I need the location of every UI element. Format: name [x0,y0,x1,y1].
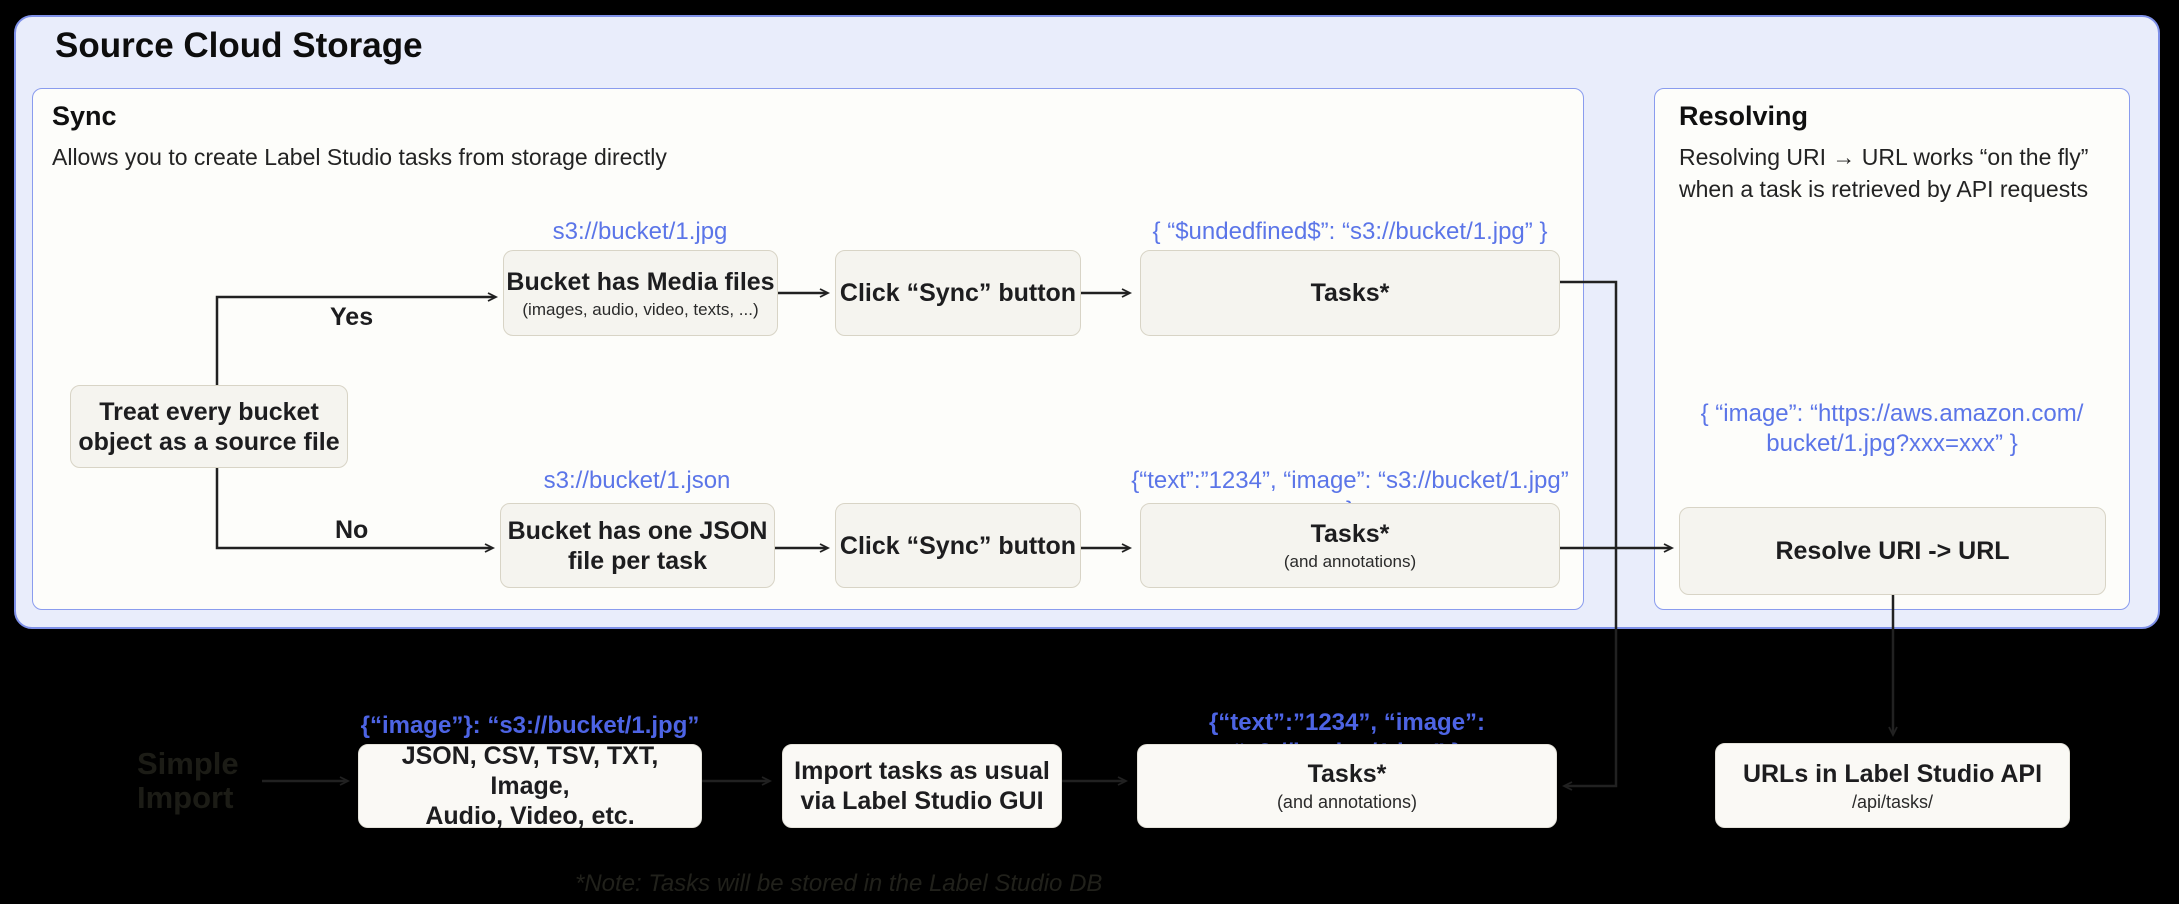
node-click-sync-top: Click “Sync” button [835,250,1081,336]
simple-import-label: Simple Import [137,747,239,815]
simple-import-line1: Simple [137,746,239,781]
node-decision: Treat every bucket object as a source fi… [70,385,348,468]
node-bucket-json: Bucket has one JSON file per task [500,503,775,588]
node-bucket-media-subtitle: (images, audio, video, texts, ...) [522,299,759,319]
top-uri-label: s3://bucket/1.jpg [552,218,728,245]
card-api-urls-subtitle: /api/tasks/ [1851,791,1934,812]
node-tasks-top: Tasks* [1140,250,1560,336]
resolving-json-line1: { “image”: “https://aws.amazon.com/ [1700,400,2084,427]
bottom-tasks-json-label: {“text”:”1234”, “image”: “s3://bucket/1.… [1131,467,1569,524]
edge-label-no: No [335,516,369,544]
card-tasks-db-title: Tasks* [1307,760,1387,788]
node-resolve-uri-label: Resolve URI -> URL [1775,537,2010,565]
node-tasks-top-title: Tasks* [1310,279,1390,307]
simple-import-line2: Import [137,780,234,815]
resolving-description-line2: when a task is retrieved by API requests [1679,176,2089,202]
node-bucket-json-line2: file per task [568,546,707,575]
node-bucket-media: Bucket has Media files (images, audio, v… [503,250,778,336]
sync-panel-title: Sync [52,101,117,131]
node-decision-line1: Treat every bucket [99,397,319,426]
node-click-sync-bottom-label: Click “Sync” button [839,531,1077,560]
sync-panel-subtitle: Allows you to create Label Studio tasks … [52,144,667,170]
connector-no-branch [215,468,496,553]
node-click-sync-top-label: Click “Sync” button [839,279,1077,307]
resolving-panel-title: Resolving [1679,101,1809,131]
node-decision-line2: object as a source file [78,427,340,456]
card-file-formats: JSON, CSV, TSV, TXT, Image, Audio, Video… [358,742,702,830]
node-bucket-media-title: Bucket has Media files [506,267,775,296]
node-tasks-bottom-subtitle: (and annotations) [1283,552,1417,571]
card-import-gui-line2: via Label Studio GUI [800,787,1044,815]
bottom-uri-label: s3://bucket/1.json [543,467,731,494]
card-import-gui: Import tasks as usual via Label Studio G… [782,744,1062,828]
node-bucket-json-line1: Bucket has one JSON [507,516,768,545]
node-click-sync-bottom: Click “Sync” button [835,503,1081,588]
card-tasks-db-subtitle: (and annotations) [1276,792,1418,812]
card-import-gui-line1: Import tasks as usual [794,757,1050,785]
node-resolve-uri: Resolve URI -> URL [1679,507,2106,595]
resolving-description-line1: Resolving URI → URL works “on the fly” [1679,144,2089,170]
card-file-formats-line1: JSON, CSV, TSV, TXT, Image, [401,742,659,800]
resolving-json-line2: bucket/1.jpg?xxx=xxx” } [1766,430,2018,457]
card-api-urls-title: URLs in Label Studio API [1742,759,2043,788]
connector-tasks-to-db [1560,280,1618,791]
files-json-label: {“image”}: “s3://bucket/1.jpg” [360,712,700,739]
card-file-formats-line2: Audio, Video, etc. [425,802,635,830]
connector-yes-branch [215,292,499,385]
edge-label-yes: Yes [330,303,374,331]
card-api-urls: URLs in Label Studio API /api/tasks/ [1715,743,2070,828]
page-title: Source Cloud Storage [55,26,423,65]
node-tasks-bottom: Tasks* (and annotations) [1140,503,1560,588]
resolving-panel-description: Resolving URI → URL works “on the fly” w… [1679,141,2109,205]
footnote: *Note: Tasks will be stored in the Label… [575,870,1103,897]
resolving-json-label: { “image”: “https://aws.amazon.com/ buck… [1674,399,2110,459]
node-tasks-bottom-title: Tasks* [1310,520,1390,548]
top-tasks-json-label: { “$undedfined$”: “s3://bucket/1.jpg” } [1152,218,1548,245]
card-tasks-db: Tasks* (and annotations) [1137,744,1557,828]
